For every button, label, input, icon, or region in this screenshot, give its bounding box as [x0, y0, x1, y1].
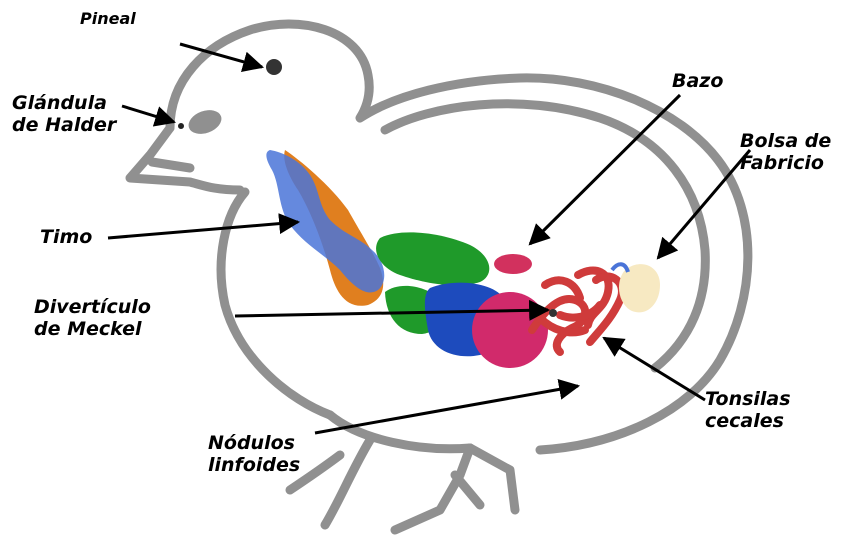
label-halder-line2: de Halder	[12, 114, 116, 136]
timo-arrow	[108, 222, 298, 238]
pineal-dot	[266, 59, 282, 75]
label-nodulos-line2: linfoides	[208, 454, 300, 476]
nodulos-arrow	[315, 386, 578, 433]
halder-arrow	[122, 106, 174, 122]
label-meckel: Divertículo de Meckel	[34, 296, 151, 340]
label-pineal: Pineal	[80, 8, 136, 30]
label-nodulos: Nódulos linfoides	[208, 432, 300, 476]
thymus	[266, 150, 384, 306]
label-meckel-line2: de Meckel	[34, 318, 151, 340]
label-bursa-line2: Fabricio	[740, 152, 831, 174]
bursa-shape	[619, 264, 660, 312]
label-meckel-line1: Divertículo	[34, 296, 151, 318]
label-halder: Glándula de Halder	[12, 92, 116, 136]
tonsilas-arrow	[604, 338, 705, 400]
label-nodulos-line1: Nódulos	[208, 432, 300, 454]
label-timo-text: Timo	[40, 226, 92, 248]
label-pineal-text: Pineal	[80, 8, 136, 30]
label-halder-line1: Glándula	[12, 92, 116, 114]
spleen-shape	[494, 254, 532, 274]
label-tonsilas: Tonsilas cecales	[705, 388, 791, 432]
label-timo: Timo	[40, 226, 92, 248]
meckel-dot	[549, 309, 557, 317]
label-bazo-text: Bazo	[672, 70, 723, 92]
label-bursa-line1: Bolsa de	[740, 130, 831, 152]
label-tonsilas-line1: Tonsilas	[705, 388, 791, 410]
label-bazo: Bazo	[672, 70, 723, 92]
halder-dot	[178, 123, 184, 129]
eye-shape	[185, 106, 224, 138]
green-organ	[376, 232, 489, 285]
label-bursa: Bolsa de Fabricio	[740, 130, 831, 174]
label-tonsilas-line2: cecales	[705, 410, 791, 432]
